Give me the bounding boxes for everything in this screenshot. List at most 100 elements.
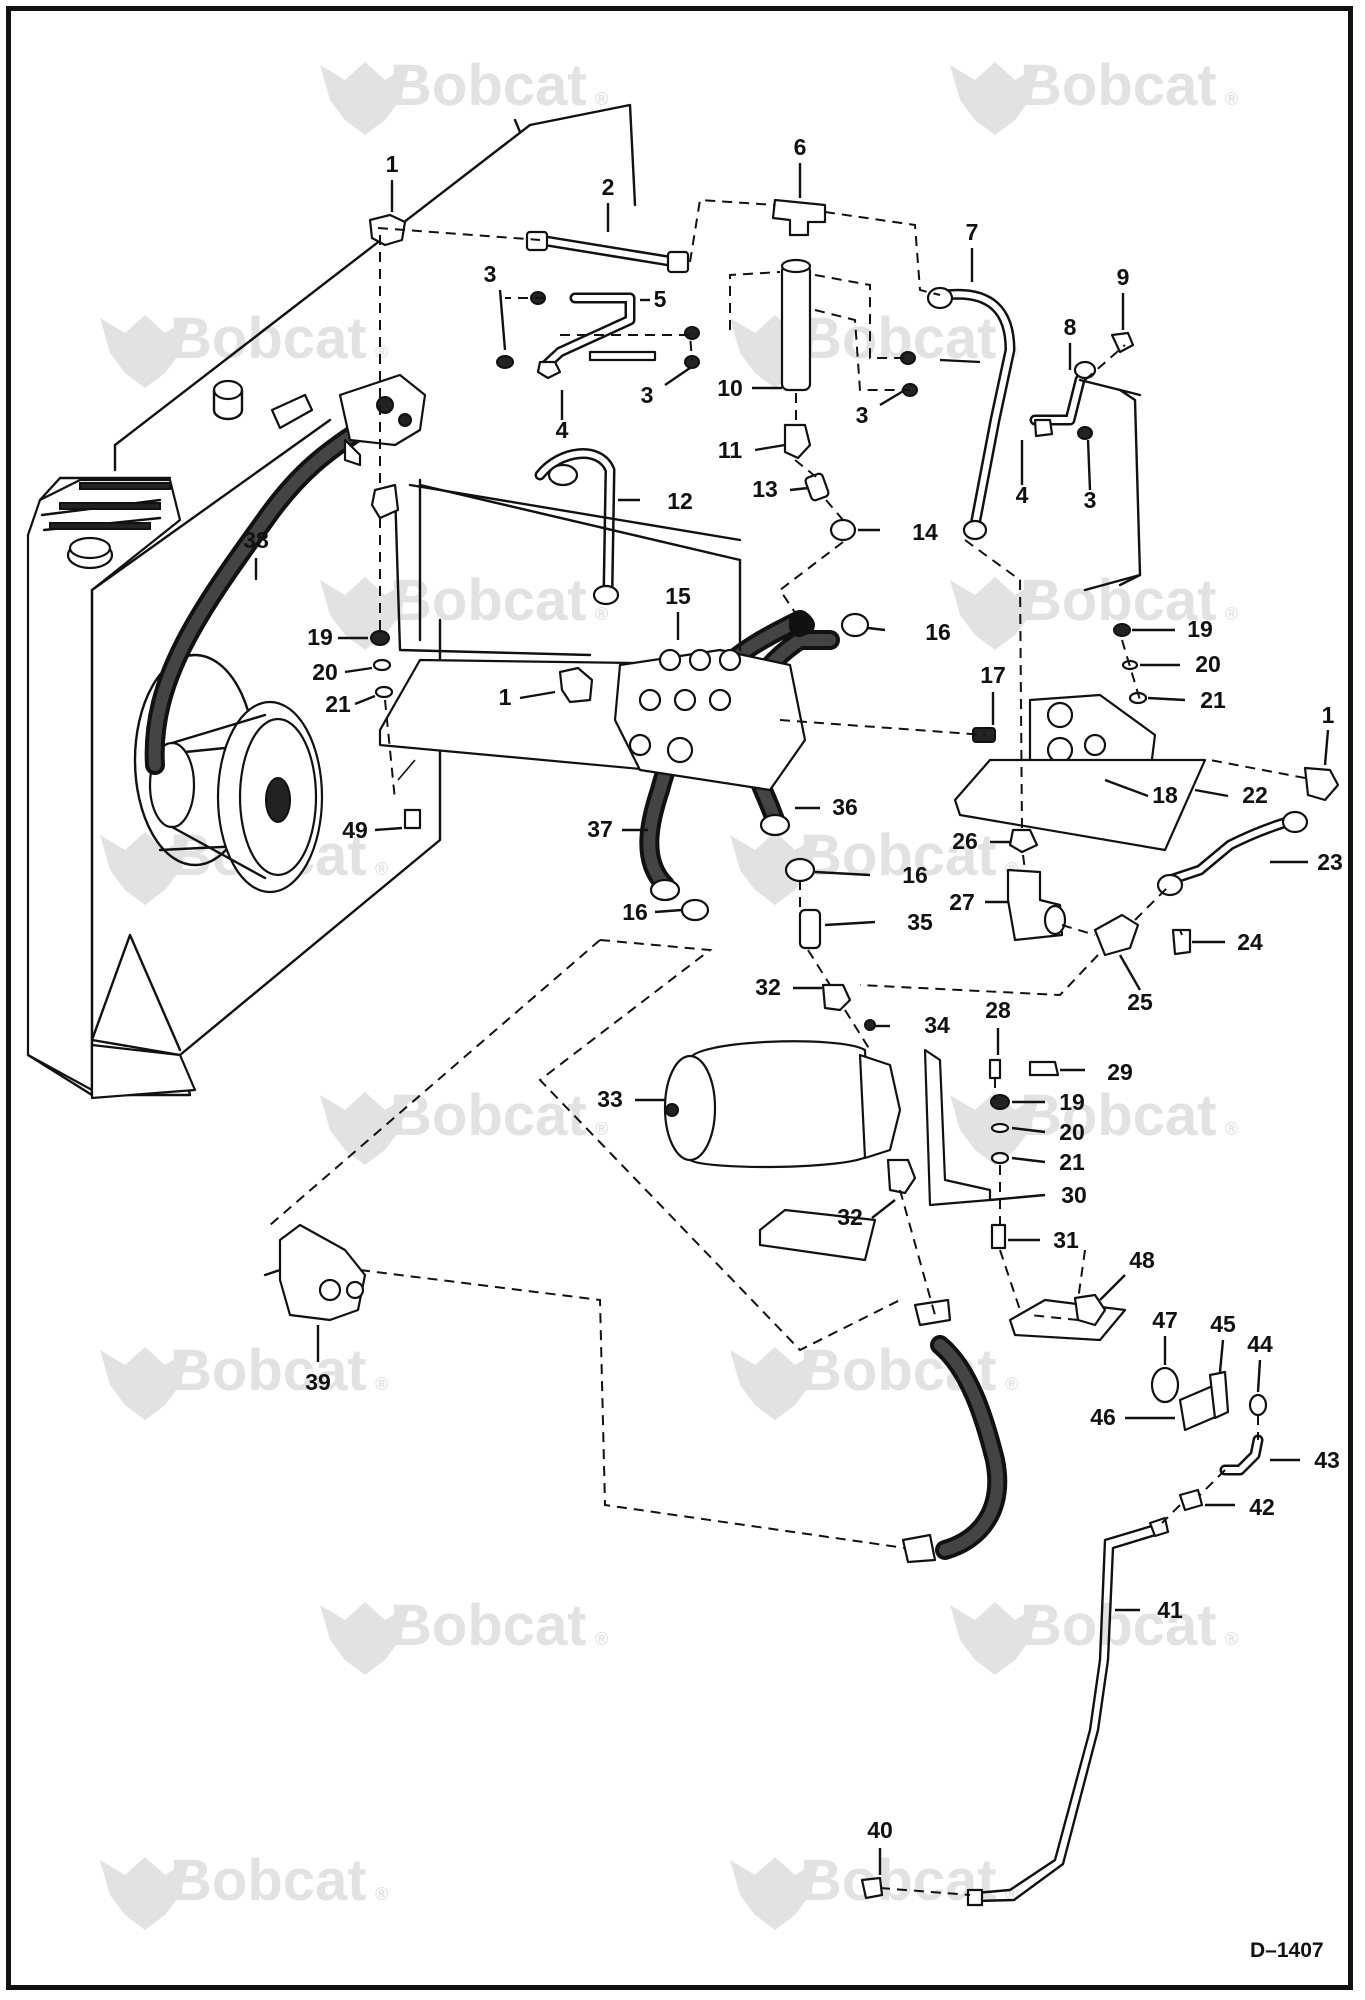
callout-label-3: 3 (641, 382, 654, 408)
bobcat-logo-icon (100, 315, 190, 388)
radiator-assembly (26, 103, 637, 1100)
callout-leader-line (1218, 1339, 1225, 1373)
callout-label-20: 20 (1059, 1119, 1085, 1145)
callout-leader-line (374, 826, 403, 832)
callout-label-29: 29 (1107, 1059, 1133, 1085)
callout-label-10: 10 (717, 375, 743, 401)
callout-label-36: 36 (832, 794, 858, 820)
callout-label-32: 32 (837, 1204, 863, 1230)
callout-label-43: 43 (1314, 1447, 1340, 1473)
callout-leader-line (824, 920, 876, 927)
callout-label-5: 5 (654, 286, 667, 312)
watermark-registered-mark: ® (595, 1119, 608, 1139)
bobcat-logo-icon (950, 62, 1040, 135)
callout-leader-line (1323, 729, 1330, 766)
callout-leader-line (867, 626, 886, 632)
callout-leader-line (789, 486, 809, 492)
callout-leader-line (1011, 1156, 1046, 1164)
callout-leader-line (664, 367, 691, 386)
watermark: Bobcat® (320, 53, 608, 135)
watermark-layer: Bobcat ® Bobcat ® Bobcat ® Bobcat ® Bobcat ® Bobca… (100, 53, 1238, 1930)
watermark-registered-mark: ® (1005, 1374, 1018, 1394)
watermark-registered-mark: ® (1225, 604, 1238, 624)
callout-label-22: 22 (1242, 782, 1268, 808)
callout-label-47: 47 (1152, 1307, 1178, 1333)
watermark-text: Bobcat (1020, 1083, 1217, 1148)
watermark-text: Bobcat (1020, 568, 1217, 633)
watermark-registered-mark: ® (595, 89, 608, 109)
watermark: Bobcat ® (950, 1083, 1238, 1165)
callout-label-27: 27 (949, 889, 975, 915)
callout-label-15: 15 (665, 583, 691, 609)
callout-label-26: 26 (952, 828, 978, 854)
watermark-text: Bobcat (390, 1083, 587, 1148)
watermark-text: Bobcat (800, 1848, 997, 1913)
callout-leader-line (989, 1193, 1046, 1202)
callout-leader-line (1118, 954, 1142, 991)
callout-label-19: 19 (1059, 1089, 1085, 1115)
callout-label-20: 20 (1195, 651, 1221, 677)
callout-label-42: 42 (1249, 1494, 1275, 1520)
callout-leader-line (879, 388, 906, 407)
callout-label-3: 3 (856, 402, 869, 428)
watermark-registered-mark: ® (375, 1884, 388, 1904)
watermark-text: Bobcat (800, 823, 997, 888)
bobcat-logo-icon (320, 1602, 410, 1675)
callout-label-30: 30 (1061, 1182, 1087, 1208)
watermark-text: Bobcat (390, 1593, 587, 1658)
callout-label-19: 19 (1187, 616, 1213, 642)
bobcat-logo-icon (730, 1347, 820, 1420)
callout-label-4: 4 (1016, 482, 1029, 508)
callout-label-25: 25 (1127, 989, 1153, 1015)
watermark: Bobcat ® (320, 1083, 608, 1165)
watermark: Bobcat® (730, 823, 1018, 905)
callout-label-39: 39 (305, 1369, 331, 1395)
callout-label-40: 40 (867, 1817, 893, 1843)
bobcat-logo-icon (320, 577, 410, 650)
callout-leader-line (498, 289, 507, 351)
callout-leader-line (1256, 1359, 1262, 1393)
bobcat-logo-icon (950, 577, 1040, 650)
callout-label-6: 6 (794, 134, 807, 160)
callout-leader-line (354, 694, 376, 706)
callout-label-13: 13 (752, 476, 778, 502)
callout-label-11: 11 (718, 437, 743, 463)
callout-label-2: 2 (602, 174, 615, 200)
callout-label-1: 1 (499, 684, 512, 710)
callout-leader-line (1104, 778, 1149, 798)
callout-label-3: 3 (484, 261, 497, 287)
fittings (368, 198, 1340, 1907)
callout-label-32: 32 (755, 974, 781, 1000)
watermark: Bobcat® (100, 1848, 388, 1930)
callout-leader-line (814, 870, 871, 877)
watermark: Bobcat® (730, 306, 1018, 388)
callout-label-3: 3 (1084, 487, 1097, 513)
watermark: Bobcat® (320, 568, 608, 650)
watermark-registered-mark: ® (595, 604, 608, 624)
callout-label-41: 41 (1157, 1597, 1183, 1623)
callout-label-48: 48 (1129, 1247, 1155, 1273)
watermark-registered-mark: ® (375, 342, 388, 362)
callout-label-9: 9 (1117, 264, 1130, 290)
callout-label-21: 21 (1200, 687, 1226, 713)
watermark-registered-mark: ® (595, 1629, 608, 1649)
watermark-registered-mark: ® (1225, 1119, 1238, 1139)
callout-label-14: 14 (912, 519, 938, 545)
callout-label-20: 20 (312, 659, 338, 685)
callout-leader-line (871, 1199, 896, 1219)
drawing-reference-number: D–1407 (1250, 1939, 1324, 1962)
callout-leader-line (654, 908, 683, 914)
callout-label-44: 44 (1247, 1331, 1273, 1357)
bobcat-logo-icon (730, 1857, 820, 1930)
assembly-dashed-lines (269, 198, 1306, 1896)
callout-leader-line (519, 690, 556, 700)
bobcat-logo-icon (950, 1602, 1040, 1675)
callout-label-19: 19 (307, 624, 333, 650)
bobcat-logo-icon (320, 1092, 410, 1165)
callout-label-33: 33 (597, 1086, 623, 1112)
watermark: Bobcat ® (950, 568, 1238, 650)
callout-label-21: 21 (1059, 1149, 1085, 1175)
watermark: Bobcat® (100, 306, 388, 388)
callout-label-16: 16 (902, 862, 928, 888)
